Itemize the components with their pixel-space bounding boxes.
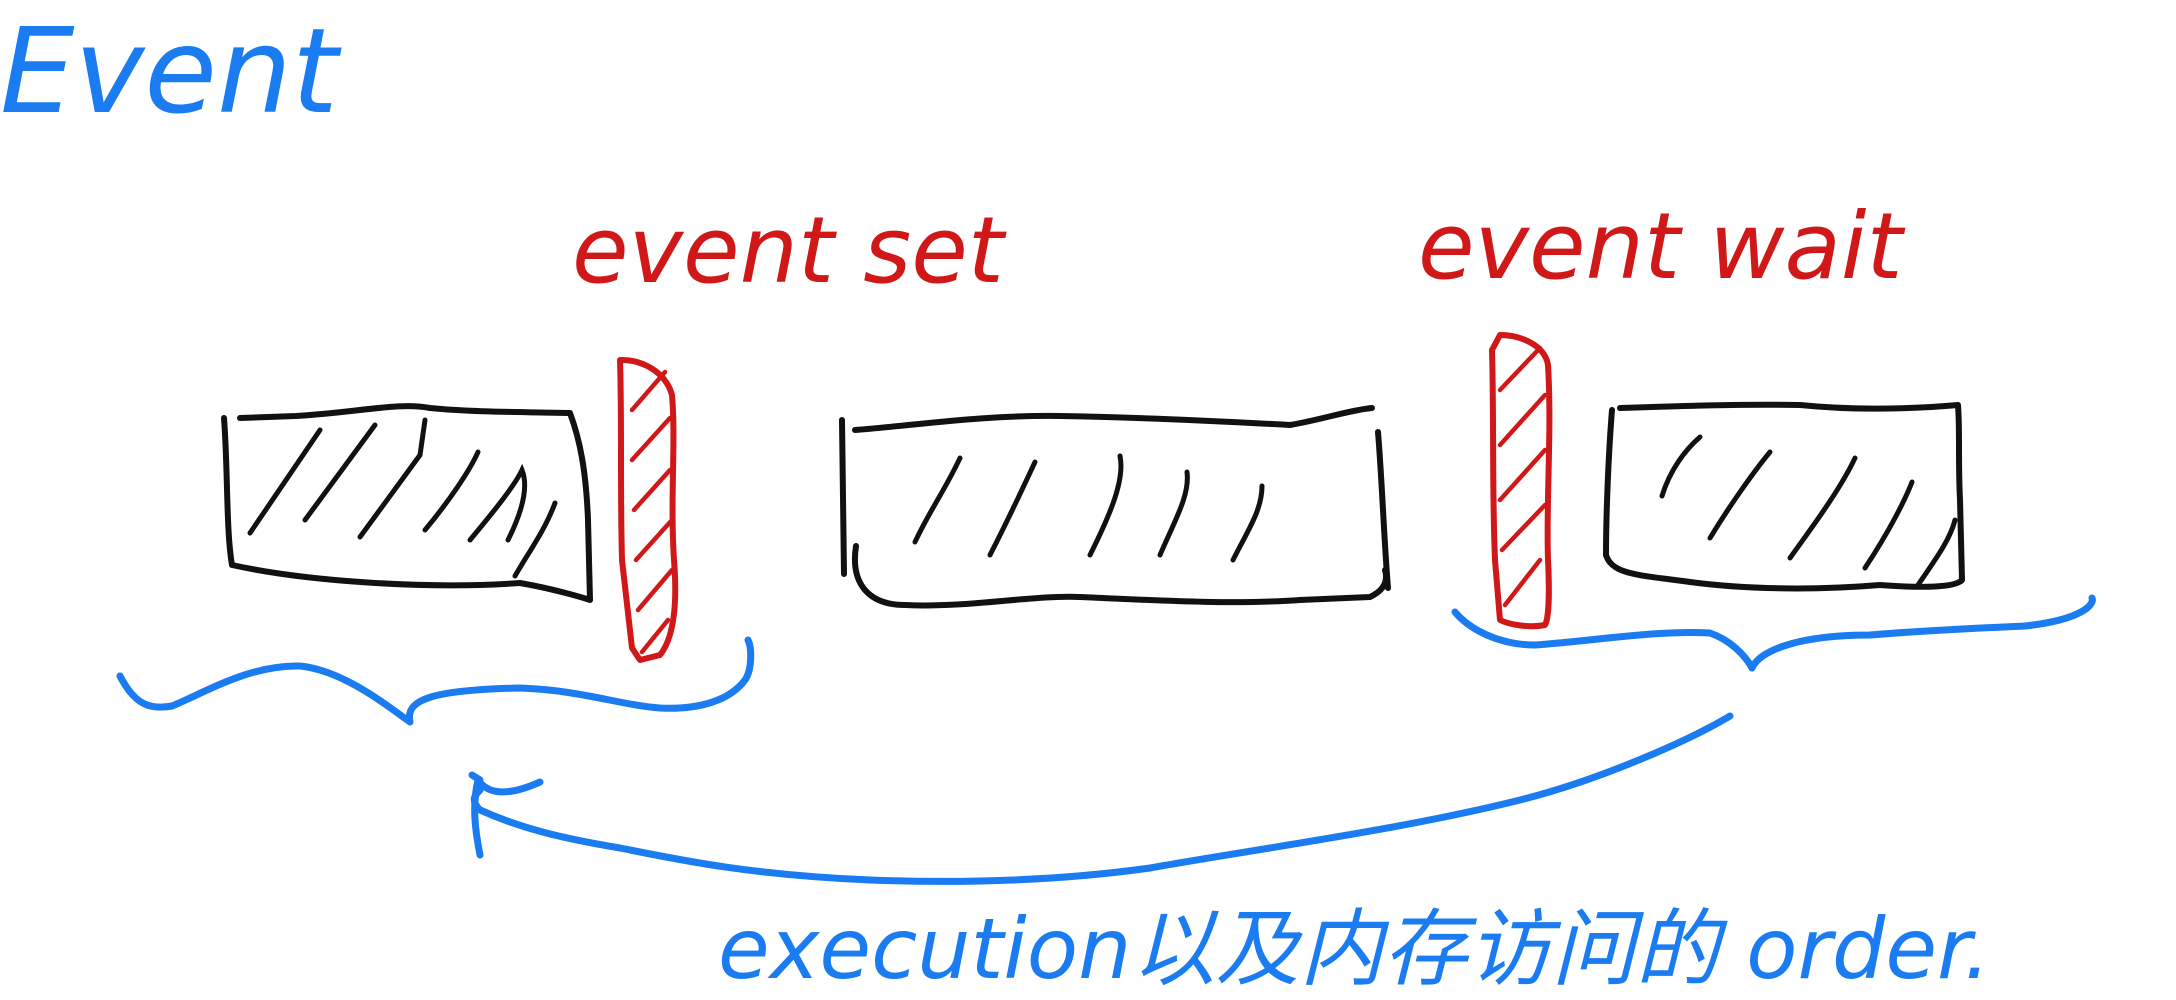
arrow-head-icon xyxy=(468,771,544,859)
command-block-2 xyxy=(839,405,1391,609)
event-wait-barrier xyxy=(1489,332,1553,630)
event-set-barrier xyxy=(617,357,679,663)
right-brace xyxy=(1451,594,2096,672)
event-set-label: event set xyxy=(572,197,1007,304)
command-block-3 xyxy=(1603,401,1965,592)
memory-order-note: execution以及内存访问的 order. xyxy=(718,900,1991,998)
event-wait-label: event wait xyxy=(1418,193,1905,300)
diagram-title: Event xyxy=(0,2,342,140)
command-block-1 xyxy=(221,403,593,603)
left-brace xyxy=(116,636,755,726)
dependency-arrow xyxy=(470,712,1734,885)
